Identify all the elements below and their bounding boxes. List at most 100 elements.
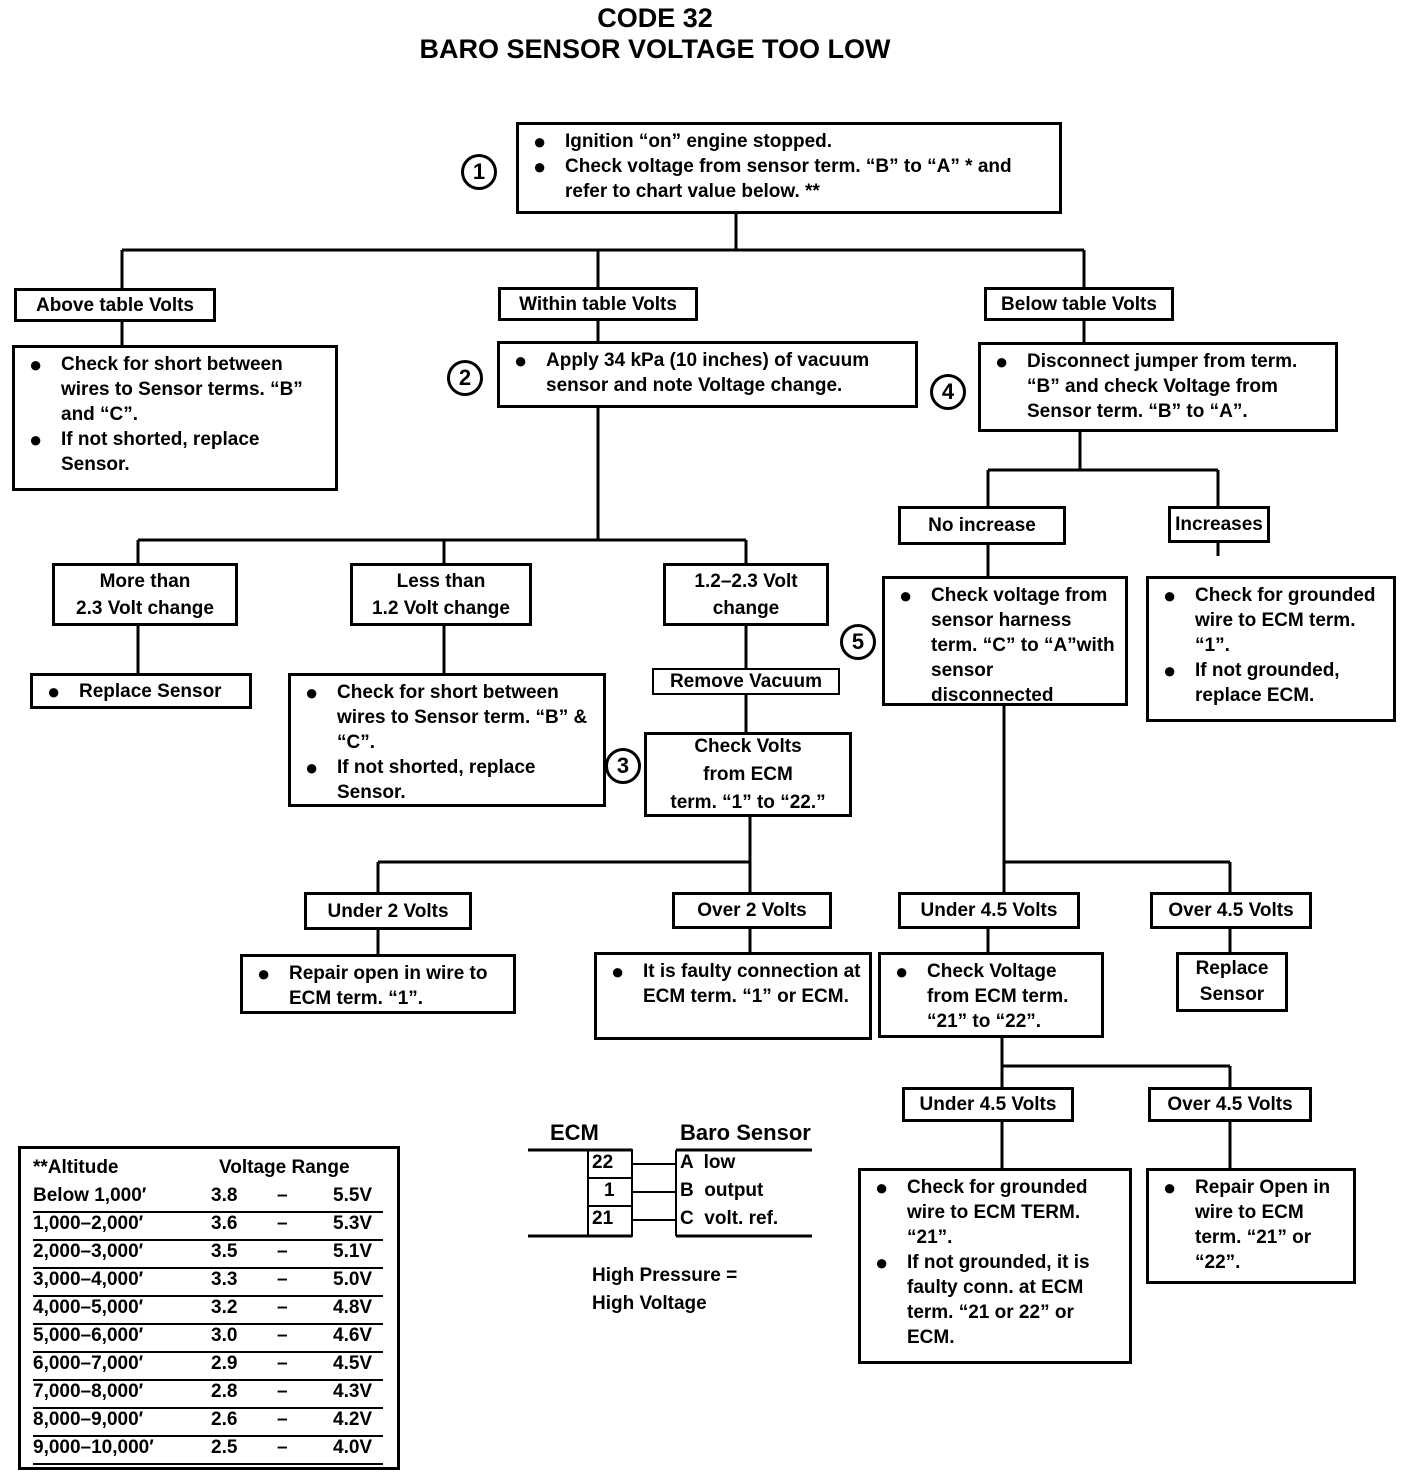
altitude-cell: 8,000–9,000′	[33, 1409, 144, 1430]
min-voltage-cell: 3.6	[211, 1213, 238, 1234]
check-voltage-21-item: ●Check Voltage from ECM term. “21” to “2…	[895, 959, 1069, 1032]
dash-cell: –	[277, 1297, 288, 1318]
altitude-cell: 4,000–5,000′	[33, 1297, 144, 1318]
increases-action-item: ●Check for grounded wire to ECM term. “1…	[1163, 583, 1376, 656]
under-4-5-volts-label-2: Under 4.5 Volts	[902, 1087, 1074, 1122]
bullet-icon: ●	[305, 755, 319, 780]
step5-box: ●Check voltage from sensor harness term.…	[882, 576, 1128, 706]
altitude-cell: 7,000–8,000′	[33, 1381, 144, 1402]
baro-sensor-label: Baro Sensor	[680, 1120, 811, 1145]
bullet-icon: ●	[1163, 658, 1177, 683]
table-row: 9,000–10,000′2.5–4.0V	[33, 1435, 383, 1465]
altitude-cell: 6,000–7,000′	[33, 1353, 144, 1374]
no-increase-label: No increase	[898, 506, 1066, 545]
less-action-item: ●If not shorted, replace Sensor.	[305, 755, 536, 803]
step1-item: ●Ignition “on” engine stopped.	[533, 129, 833, 154]
max-voltage-cell: 5.0V	[333, 1269, 373, 1290]
bullet-icon: ●	[899, 583, 913, 608]
step-3-marker: 3	[605, 748, 641, 784]
above-action-box: ●Check for short between wires to Sensor…	[12, 345, 338, 491]
less-action-box: ●Check for short between wires to Sensor…	[288, 673, 606, 807]
remove-vacuum-label: Remove Vacuum	[652, 668, 840, 695]
step1-item: ●Check voltage from sensor term. “B” to …	[533, 154, 1012, 202]
altitude-cell: 2,000–3,000′	[33, 1241, 144, 1262]
less-action-item: ●Check for short between wires to Sensor…	[305, 680, 588, 753]
bullet-icon: ●	[875, 1250, 889, 1275]
under-2-action-box: ●Repair open in wire to ECM term. “1”.	[240, 954, 516, 1014]
under-4-5-action-box: ●Check for grounded wire to ECM TERM. “2…	[858, 1168, 1132, 1364]
max-voltage-cell: 4.0V	[333, 1437, 373, 1458]
dash-cell: –	[277, 1381, 288, 1402]
above-table-volts-label: Above table Volts	[14, 288, 216, 322]
max-voltage-cell: 4.3V	[333, 1381, 373, 1402]
step-4-marker: 4	[930, 374, 966, 410]
altitude-cell: 5,000–6,000′	[33, 1325, 144, 1346]
step-1-marker: 1	[461, 154, 497, 190]
dash-cell: –	[277, 1437, 288, 1458]
min-voltage-cell: 3.0	[211, 1325, 238, 1346]
bullet-icon: ●	[514, 348, 528, 373]
dash-cell: –	[277, 1185, 288, 1206]
dash-cell: –	[277, 1409, 288, 1430]
bullet-icon: ●	[29, 427, 43, 452]
dash-cell: –	[277, 1213, 288, 1234]
max-voltage-cell: 4.8V	[333, 1297, 373, 1318]
altitude-cell: Below 1,000′	[33, 1185, 147, 1206]
dash-cell: –	[277, 1353, 288, 1374]
min-voltage-cell: 3.3	[211, 1269, 238, 1290]
step1-box: ●Ignition “on” engine stopped. ●Check vo…	[516, 122, 1062, 214]
dash-cell: –	[277, 1325, 288, 1346]
min-voltage-cell: 3.8	[211, 1185, 238, 1206]
min-voltage-cell: 3.2	[211, 1297, 238, 1318]
over-2-action-box: ●It is faulty connection at ECM term. “1…	[594, 952, 872, 1040]
bullet-icon: ●	[29, 352, 43, 377]
altitude-header: **Altitude	[33, 1157, 119, 1178]
replace-sensor-box: ●Replace Sensor	[30, 673, 252, 709]
under-2-action-item: ●Repair open in wire to ECM term. “1”.	[257, 961, 488, 1009]
step-2-marker: 2	[447, 360, 483, 396]
increases-action-item: ●If not grounded, replace ECM.	[1163, 658, 1340, 706]
altitude-cell: 3,000–4,000′	[33, 1269, 144, 1290]
max-voltage-cell: 5.1V	[333, 1241, 373, 1262]
table-row: Below 1,000′ 3.8 – 5.5V	[33, 1183, 383, 1213]
bullet-icon: ●	[257, 961, 271, 986]
above-action-item: ●If not shorted, replace Sensor.	[29, 427, 260, 475]
pressure-note: High Pressure = High Voltage	[592, 1265, 738, 1314]
min-voltage-cell: 3.5	[211, 1241, 238, 1262]
sensor-pin: A low	[680, 1152, 736, 1173]
bullet-icon: ●	[1163, 583, 1177, 608]
max-voltage-cell: 4.2V	[333, 1409, 373, 1430]
under-2-volts-label: Under 2 Volts	[304, 892, 472, 930]
bullet-icon: ●	[875, 1175, 889, 1200]
max-voltage-cell: 4.6V	[333, 1325, 373, 1346]
bullet-icon: ●	[1163, 1175, 1177, 1200]
bullet-icon: ●	[47, 679, 61, 704]
dash-cell: –	[277, 1241, 288, 1262]
step4-box: ●Disconnect jumper from term. “B” and ch…	[978, 342, 1338, 432]
altitude-voltage-table: **Altitude Voltage Range Below 1,000′3.8…	[18, 1146, 400, 1470]
over-4-5-volts-label: Over 4.5 Volts	[1150, 892, 1312, 929]
increases-label: Increases	[1168, 506, 1270, 543]
step5-item: ●Check voltage from sensor harness term.…	[899, 583, 1115, 706]
step4-item: ●Disconnect jumper from term. “B” and ch…	[995, 349, 1298, 422]
min-voltage-cell: 2.5	[211, 1437, 238, 1458]
min-voltage-cell: 2.9	[211, 1353, 238, 1374]
step-5-marker: 5	[840, 624, 876, 660]
max-voltage-cell: 5.5V	[333, 1185, 373, 1206]
ecm-pin: 21	[592, 1208, 614, 1229]
max-voltage-cell: 4.5V	[333, 1353, 373, 1374]
under-4-5-volts-label: Under 4.5 Volts	[898, 892, 1080, 929]
under-4-5-action-item: ●Check for grounded wire to ECM TERM. “2…	[875, 1175, 1088, 1248]
bullet-icon: ●	[533, 129, 547, 154]
bullet-icon: ●	[611, 959, 625, 984]
ecm-pin: 22	[592, 1152, 614, 1173]
page-subtitle: BARO SENSOR VOLTAGE TOO LOW	[419, 34, 891, 64]
within-table-volts-label: Within table Volts	[498, 287, 698, 321]
table-row: 5,000–6,000′ 3.0 – 4.6V	[33, 1323, 383, 1353]
min-voltage-cell: 2.8	[211, 1381, 238, 1402]
table-row: 6,000–7,000′ 2.9 – 4.5V	[33, 1351, 383, 1381]
